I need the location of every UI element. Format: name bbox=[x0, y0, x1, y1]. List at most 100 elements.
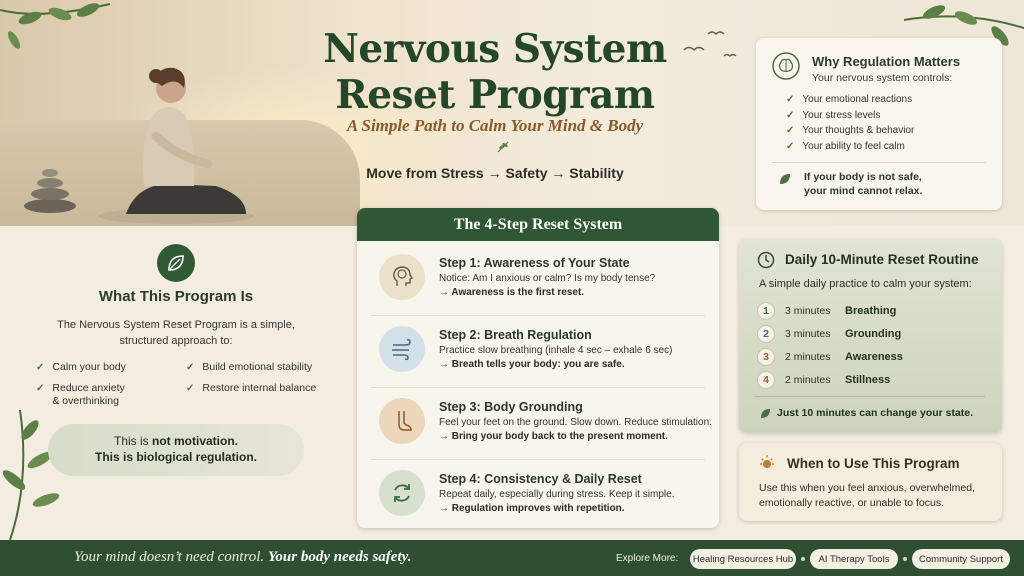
title-line-2: Reset Program bbox=[335, 72, 655, 118]
what-item: ✓Build emotional stability bbox=[186, 361, 313, 373]
routine-activity: Breathing bbox=[845, 305, 897, 317]
check-icon: ✓ bbox=[36, 383, 45, 394]
what-list-right: ✓Build emotional stability ✓Restore inte… bbox=[186, 361, 326, 403]
why-regulation-card: Why Regulation Matters Your nervous syst… bbox=[756, 38, 1002, 210]
routine-item: 3 2 minutes Awareness bbox=[757, 347, 903, 367]
step-takeaway: → Bring your body back to the present mo… bbox=[439, 431, 668, 442]
when-description: Use this when you feel anxious, overwhel… bbox=[759, 482, 975, 509]
leaf-icon bbox=[157, 244, 195, 282]
why-subtitle: Your nervous system controls: bbox=[812, 72, 953, 84]
check-icon: ✓ bbox=[786, 94, 795, 106]
routine-item: 4 2 minutes Stillness bbox=[757, 370, 890, 390]
separator-dot bbox=[801, 557, 805, 561]
biological-regulation-callout: This is not motivation. This is biologic… bbox=[48, 424, 304, 476]
what-item: ✓Reduce anxiety & overthinking bbox=[36, 382, 125, 407]
routine-minutes: 2 minutes bbox=[785, 351, 831, 363]
routine-minutes: 3 minutes bbox=[785, 328, 831, 340]
what-description: The Nervous System Reset Program is a si… bbox=[57, 319, 295, 347]
divider bbox=[755, 396, 985, 397]
step-takeaway: → Breath tells your body: you are safe. bbox=[439, 359, 625, 370]
footer-quote: Your mind doesn’t need control. Your bod… bbox=[74, 549, 412, 565]
number-badge: 2 bbox=[757, 325, 775, 343]
birds-decoration bbox=[683, 31, 737, 57]
number-badge: 1 bbox=[757, 302, 775, 320]
what-item: ✓Restore internal balance bbox=[186, 382, 317, 394]
why-item: ✓Your stress levels bbox=[786, 109, 881, 121]
top-right-leaves-decoration bbox=[904, 5, 1024, 46]
when-title: When to Use This Program bbox=[787, 456, 960, 471]
step-description: Notice: Am I anxious or calm? Is my body… bbox=[439, 273, 656, 284]
step-description: Feel your feet on the ground. Slow down.… bbox=[439, 417, 712, 428]
bottom-left-leaves-decoration bbox=[2, 410, 60, 540]
brain-head-icon bbox=[379, 254, 425, 300]
sun-icon bbox=[760, 455, 774, 468]
title-line-1: Nervous System bbox=[323, 26, 667, 72]
why-item: ✓Your ability to feel calm bbox=[786, 140, 905, 152]
page-subtitle: A Simple Path to Calm Your Mind & Body bbox=[346, 116, 644, 135]
step-takeaway: → Awareness is the first reset. bbox=[439, 287, 585, 298]
steps-header: The 4-Step Reset System bbox=[357, 208, 719, 241]
what-title: What This Program Is bbox=[98, 288, 254, 305]
step-description: Repeat daily, especially during stress. … bbox=[439, 489, 675, 500]
routine-item: 2 3 minutes Grounding bbox=[757, 324, 901, 344]
top-left-leaves-decoration bbox=[0, 3, 111, 49]
meditating-woman-illustration bbox=[98, 67, 254, 224]
check-icon: ✓ bbox=[786, 125, 795, 137]
step-3: Step 3: Body Grounding Feel your feet on… bbox=[357, 388, 719, 458]
check-icon: ✓ bbox=[186, 383, 195, 394]
why-list: ✓Your emotional reactions ✓Your stress l… bbox=[786, 92, 914, 154]
why-note: If your body is not safe, your mind cann… bbox=[804, 171, 923, 197]
check-icon: ✓ bbox=[186, 362, 195, 373]
routine-minutes: 3 minutes bbox=[785, 305, 831, 317]
step-title: Step 1: Awareness of Your State bbox=[439, 256, 630, 270]
ai-therapy-tools-link[interactable]: AI Therapy Tools bbox=[810, 549, 898, 569]
what-list-left: ✓Calm your body ✓Reduce anxiety & overth… bbox=[36, 361, 186, 416]
check-icon: ✓ bbox=[36, 362, 45, 373]
step-takeaway: → Regulation improves with repetition. bbox=[439, 503, 625, 514]
when-to-use-card: When to Use This Program Use this when y… bbox=[739, 443, 1002, 521]
clock-icon bbox=[757, 251, 775, 269]
leaf-icon bbox=[780, 174, 790, 184]
routine-activity: Stillness bbox=[845, 374, 891, 386]
why-item: ✓Your thoughts & behavior bbox=[786, 125, 915, 137]
healing-resources-link[interactable]: Healing Resources Hub bbox=[690, 549, 796, 569]
page-title: Nervous System Reset Program bbox=[300, 26, 690, 118]
check-icon: ✓ bbox=[786, 109, 795, 121]
routine-subtitle: A simple daily practice to calm your sys… bbox=[759, 278, 972, 290]
step-1: Step 1: Awareness of Your State Notice: … bbox=[357, 244, 719, 314]
brain-icon bbox=[772, 52, 800, 80]
daily-routine-card: Daily 10-Minute Reset Routine A simple d… bbox=[739, 239, 1002, 433]
check-icon: ✓ bbox=[786, 140, 795, 152]
step-2: Step 2: Breath Regulation Practice slow … bbox=[357, 316, 719, 386]
four-step-card: The 4-Step Reset System Step 1: Awarenes… bbox=[357, 208, 719, 528]
stacked-stones-illustration bbox=[24, 169, 76, 213]
divider bbox=[371, 387, 705, 388]
refresh-icon bbox=[379, 470, 425, 516]
routine-activity: Grounding bbox=[845, 328, 902, 340]
foot-icon bbox=[379, 398, 425, 444]
why-item: ✓Your emotional reactions bbox=[786, 94, 913, 106]
tagline: Move from Stress → Safety → Stability bbox=[366, 165, 624, 181]
divider bbox=[772, 162, 986, 163]
step-description: Practice slow breathing (inhale 4 sec – … bbox=[439, 345, 673, 356]
separator-dot bbox=[903, 557, 907, 561]
why-title: Why Regulation Matters bbox=[812, 54, 961, 69]
sprig-icon bbox=[497, 141, 509, 153]
divider bbox=[371, 459, 705, 460]
routine-item: 1 3 minutes Breathing bbox=[757, 301, 896, 321]
routine-minutes: 2 minutes bbox=[785, 374, 831, 386]
leaf-icon bbox=[761, 409, 770, 418]
step-title: Step 3: Body Grounding bbox=[439, 400, 583, 414]
community-support-link[interactable]: Community Support bbox=[912, 549, 1010, 569]
number-badge: 3 bbox=[757, 348, 775, 366]
step-4: Step 4: Consistency & Daily Reset Repeat… bbox=[357, 460, 719, 528]
number-badge: 4 bbox=[757, 371, 775, 389]
what-item: ✓Calm your body bbox=[36, 361, 126, 373]
routine-note: Just 10 minutes can change your state. bbox=[777, 407, 974, 419]
wind-icon bbox=[379, 326, 425, 372]
divider bbox=[371, 315, 705, 316]
step-title: Step 4: Consistency & Daily Reset bbox=[439, 472, 642, 486]
step-title: Step 2: Breath Regulation bbox=[439, 328, 592, 342]
explore-label: Explore More: bbox=[616, 553, 679, 564]
routine-title: Daily 10-Minute Reset Routine bbox=[785, 252, 979, 267]
